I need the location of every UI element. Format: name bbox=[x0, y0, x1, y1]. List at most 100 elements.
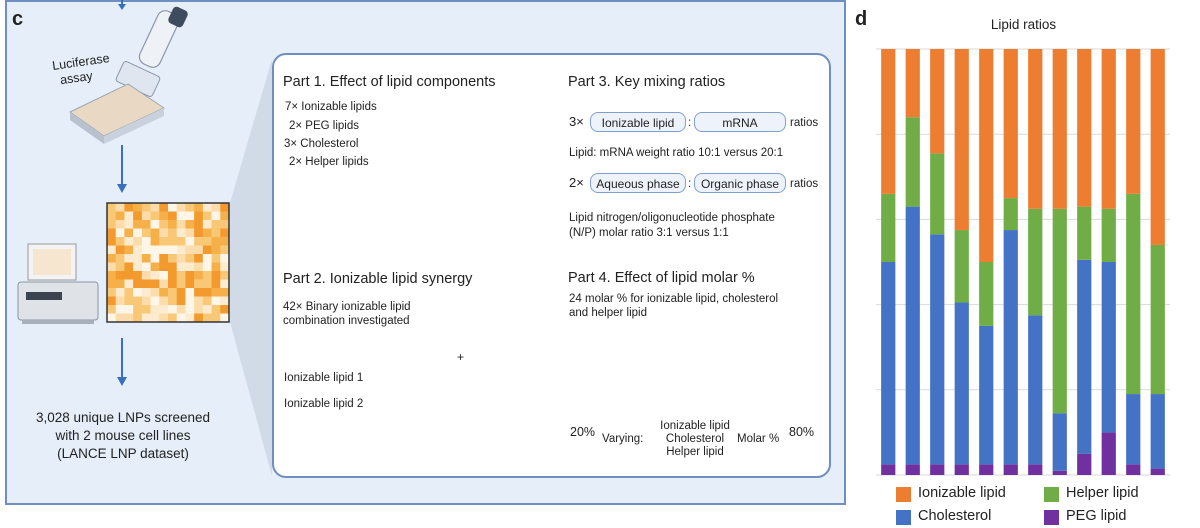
heatmap-cell bbox=[159, 305, 169, 314]
heatmap-cell bbox=[133, 220, 143, 229]
heatmap-cell bbox=[159, 313, 169, 323]
heatmap-cell bbox=[220, 288, 230, 297]
heatmap-cell bbox=[176, 288, 186, 297]
heatmap-cell bbox=[124, 296, 134, 306]
part3-note2-2: (N/P) molar ratio 3:1 versus 1:1 bbox=[569, 227, 729, 239]
legend-label-helper: Helper lipid bbox=[1066, 485, 1139, 501]
heatmap-cell bbox=[220, 305, 230, 314]
bar-segment-cholesterol bbox=[1150, 394, 1165, 469]
part4-desc-2: and helper lipid bbox=[569, 307, 648, 319]
screening-heatmap bbox=[107, 203, 230, 323]
heatmap-cell bbox=[150, 271, 160, 280]
heatmap-cell bbox=[141, 237, 151, 246]
bar-segment-peg-lipid bbox=[1150, 468, 1165, 475]
heatmap-cell bbox=[168, 228, 178, 238]
heatmap-cell bbox=[220, 254, 230, 263]
heatmap-cell bbox=[141, 313, 151, 323]
heatmap-cell bbox=[107, 279, 117, 289]
heatmap-cell bbox=[150, 279, 160, 289]
heatmap-cell bbox=[185, 211, 195, 221]
bar-segment-peg-lipid bbox=[979, 464, 994, 475]
heatmap-cell bbox=[150, 305, 160, 314]
heatmap-cell bbox=[211, 220, 221, 229]
heatmap-cell bbox=[176, 228, 186, 238]
heatmap-cell bbox=[176, 245, 186, 255]
heatmap-cell bbox=[202, 237, 212, 246]
heatmap-cell bbox=[141, 288, 151, 297]
heatmap-cell bbox=[176, 262, 186, 272]
heatmap-cell bbox=[141, 254, 151, 263]
heatmap-cell bbox=[220, 220, 230, 229]
heatmap-cell bbox=[176, 237, 186, 246]
heatmap-cell bbox=[107, 237, 117, 246]
bar-segment-cholesterol bbox=[1077, 259, 1092, 454]
part3-ionizable-pill: Ionizable lipid bbox=[590, 112, 686, 132]
part4-lipid-cholesterol: Cholesterol bbox=[665, 433, 725, 445]
bar-segment-cholesterol bbox=[1101, 262, 1116, 433]
bar-segment-helper-lipid bbox=[1101, 208, 1116, 262]
heatmap-cell bbox=[176, 279, 186, 289]
heatmap-cell bbox=[107, 296, 117, 306]
heatmap-cell bbox=[133, 237, 143, 246]
heatmap-cell bbox=[141, 262, 151, 272]
heatmap-cell bbox=[202, 262, 212, 272]
heatmap-cell bbox=[107, 254, 117, 263]
heatmap-cell bbox=[194, 296, 204, 306]
heatmap-cell bbox=[220, 262, 230, 272]
bar-segment-helper-lipid bbox=[1077, 206, 1092, 260]
heatmap-cell bbox=[159, 203, 169, 212]
part3-row2-mult: 2× bbox=[569, 175, 584, 190]
heatmap-cell bbox=[124, 220, 134, 229]
heatmap-cell bbox=[141, 296, 151, 306]
bar-segment-cholesterol bbox=[979, 325, 994, 465]
part2-label-2: Ionizable lipid 2 bbox=[284, 398, 364, 410]
bar-segment-cholesterol bbox=[954, 302, 969, 465]
heatmap-cell bbox=[185, 245, 195, 255]
heatmap-cell bbox=[124, 245, 134, 255]
heatmap-cell bbox=[176, 296, 186, 306]
heatmap-cell bbox=[124, 254, 134, 263]
heatmap-cell bbox=[141, 305, 151, 314]
heatmap-cell bbox=[133, 211, 143, 221]
heatmap-cell bbox=[159, 220, 169, 229]
bar-segment-ionizable-lipid bbox=[1052, 49, 1067, 209]
heatmap-cell bbox=[107, 245, 117, 255]
part2-label-1: Ionizable lipid 1 bbox=[284, 372, 364, 384]
heatmap-cell bbox=[133, 288, 143, 297]
heatmap-cell bbox=[168, 237, 178, 246]
heatmap-cell bbox=[211, 262, 221, 272]
heatmap-cell bbox=[124, 237, 134, 246]
heatmap-cell bbox=[141, 271, 151, 280]
bar-segment-cholesterol bbox=[1052, 413, 1067, 471]
heatmap-cell bbox=[185, 305, 195, 314]
heatmap-cell bbox=[176, 203, 186, 212]
heatmap-cell bbox=[150, 228, 160, 238]
summary-line-2: with 2 mouse cell lines bbox=[55, 428, 191, 443]
heatmap-cell bbox=[176, 211, 186, 221]
heatmap-cell bbox=[176, 254, 186, 263]
heatmap-cell bbox=[220, 228, 230, 238]
bar-segment-ionizable-lipid bbox=[1003, 49, 1018, 199]
heatmap-cell bbox=[159, 288, 169, 297]
heatmap-cell bbox=[115, 203, 125, 212]
heatmap-cell bbox=[194, 279, 204, 289]
bar-segment-peg-lipid bbox=[905, 464, 920, 475]
bar-segment-helper-lipid bbox=[954, 230, 969, 303]
heatmap-cell bbox=[159, 254, 169, 263]
legend-swatch-cholesterol bbox=[896, 510, 911, 525]
heatmap-cell bbox=[176, 271, 186, 280]
panel-d-label: d bbox=[855, 8, 868, 30]
heatmap-cell bbox=[220, 237, 230, 246]
bar-segment-ionizable-lipid bbox=[881, 49, 896, 194]
heatmap-cell bbox=[159, 211, 169, 221]
heatmap-cell bbox=[107, 203, 117, 212]
heatmap-cell bbox=[194, 288, 204, 297]
heatmap-cell bbox=[124, 262, 134, 272]
heatmap-cell bbox=[168, 254, 178, 263]
heatmap-cell bbox=[159, 237, 169, 246]
heatmap-cell bbox=[211, 305, 221, 314]
part4-axis-max: 80% bbox=[789, 425, 815, 439]
heatmap-cell bbox=[220, 211, 230, 221]
heatmap-cell bbox=[115, 220, 125, 229]
heatmap-cell bbox=[194, 305, 204, 314]
